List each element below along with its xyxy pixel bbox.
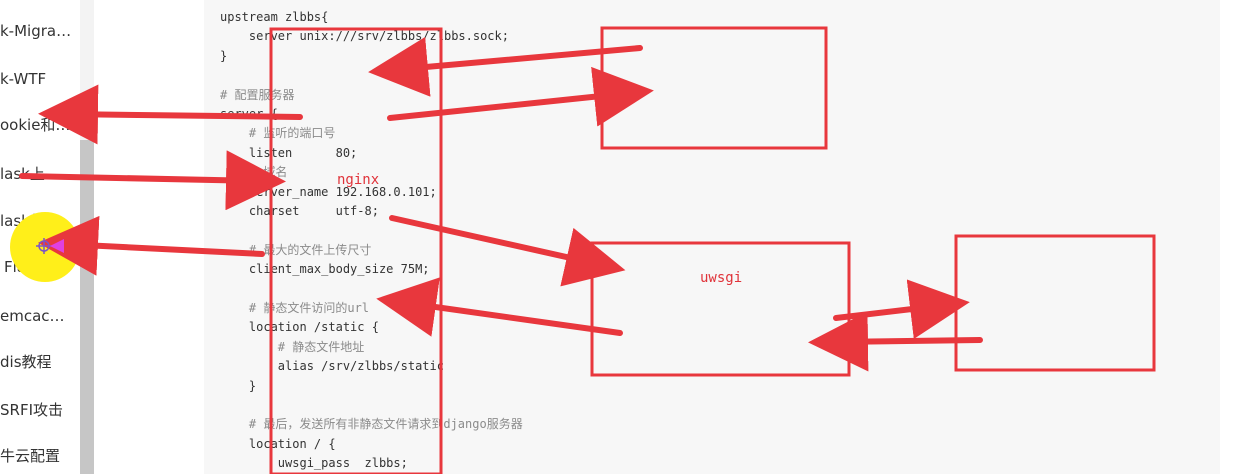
uwsgi-label: uwsgi xyxy=(700,270,743,286)
arrow-charset-to-uwsgi xyxy=(389,215,626,287)
code-line: upstream zlbbs{ xyxy=(220,10,329,24)
gutter xyxy=(94,0,204,474)
arrow-uwsgi-to-static xyxy=(376,277,623,337)
code-comment-line: # 静态文件地址 xyxy=(220,339,365,354)
nginx-box xyxy=(269,27,443,474)
code-comment-line: # 最大的文件上传尺寸 xyxy=(220,242,372,257)
sidebar-item[interactable]: k-Migra… xyxy=(0,22,72,40)
sidebar-item[interactable]: emcac… xyxy=(0,307,65,325)
sidebar-item[interactable]: SRFI攻击 xyxy=(0,401,63,419)
code-comment-line: # 最后，发送所有非静态文件请求到django服务器 xyxy=(220,417,523,432)
right-margin xyxy=(1220,0,1252,474)
arrow-box-to-upstream xyxy=(368,36,643,97)
code-line: server unix:///srv/zlbbs/zlbbs.sock; xyxy=(220,29,509,44)
code-line: alias /srv/zlbbs/static xyxy=(220,359,444,374)
code-line: location / { xyxy=(220,436,336,451)
code-line: } xyxy=(220,48,228,63)
sidebar-item[interactable]: dis教程 xyxy=(0,353,52,371)
cursor-pointer-icon xyxy=(50,239,64,253)
nginx-label: nginx xyxy=(337,172,380,188)
code-comment-line: # 配置服务器 xyxy=(220,87,295,102)
sidebar-item[interactable]: k-WTF xyxy=(0,70,47,88)
uwsgi-box xyxy=(590,241,851,377)
arrow-server-to-sidebar xyxy=(38,84,303,145)
arrow-uwsgi-to-right-box xyxy=(833,279,970,340)
arrow-right-box-to-uwsgi xyxy=(808,311,983,372)
arrow-to-cursor xyxy=(38,215,265,276)
cursor-icon xyxy=(36,238,52,254)
code-line: uwsgi_pass zlbbs; xyxy=(220,456,408,471)
annotation-boxes xyxy=(269,26,1156,474)
annotation-arrows xyxy=(19,36,983,372)
arrow-server-to-box xyxy=(387,66,654,127)
sidebar-item[interactable]: 牛云配置 xyxy=(0,447,61,465)
code-comment-line: # 监听的端口号 xyxy=(220,126,336,141)
code-line: client_max_body_size 75M; xyxy=(220,262,430,277)
far-right-box xyxy=(954,234,1156,372)
arrow-sidebar-to-servername xyxy=(19,150,286,211)
code-line: } xyxy=(220,378,257,393)
code-line: location /static { xyxy=(220,320,379,335)
code-comment-line: # 静态文件访问的url xyxy=(220,301,370,315)
